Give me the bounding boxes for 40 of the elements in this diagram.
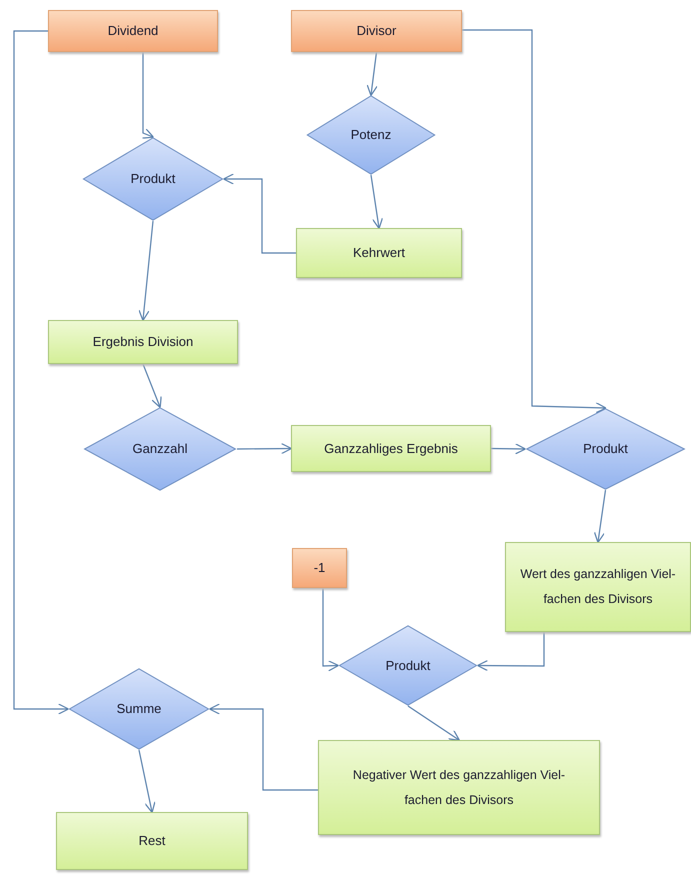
node-label: Produkt xyxy=(384,656,432,674)
process-box xyxy=(318,740,600,835)
node-label: Dividend xyxy=(106,22,160,40)
arrow xyxy=(462,29,607,414)
node-label: Negativer Wert des ganzzahligen Viel- fachen des Divisors xyxy=(352,766,566,808)
node-label: Divisor xyxy=(356,22,398,40)
node-label: Ergebnis Division xyxy=(92,333,194,351)
node-label: Potenz xyxy=(350,126,392,144)
arrow xyxy=(13,30,70,715)
arrow xyxy=(476,632,545,672)
arrow xyxy=(370,174,384,230)
node-label: Produkt xyxy=(130,170,176,188)
arrow xyxy=(237,443,292,454)
arrow xyxy=(208,703,318,791)
node-label: Kehrwert xyxy=(352,244,406,262)
arrow xyxy=(222,173,296,254)
node-label: Ganzzahl xyxy=(132,440,188,458)
node-label: -1 xyxy=(312,559,326,577)
arrow xyxy=(491,443,526,454)
process-box xyxy=(291,425,491,472)
process-box xyxy=(48,320,238,364)
input-box xyxy=(291,10,462,52)
arrow xyxy=(408,706,460,741)
node-label: Summe xyxy=(116,700,162,718)
node-label: Produkt xyxy=(582,440,629,458)
node-label: Rest xyxy=(138,832,166,850)
input-box xyxy=(48,10,218,52)
arrow xyxy=(594,490,606,544)
node-label: Wert des ganzzahligen Viel- fachen des Divisors xyxy=(519,566,677,608)
arrow xyxy=(322,588,340,672)
arrow xyxy=(142,364,162,408)
arrow xyxy=(366,52,378,96)
arrow xyxy=(138,220,154,322)
arrow xyxy=(138,750,156,814)
process-box xyxy=(56,812,248,870)
arrow xyxy=(142,52,154,139)
input-box xyxy=(292,548,347,588)
process-box xyxy=(296,228,462,278)
process-box xyxy=(505,542,691,632)
node-label: Ganzzahliges Ergebnis xyxy=(323,440,459,458)
